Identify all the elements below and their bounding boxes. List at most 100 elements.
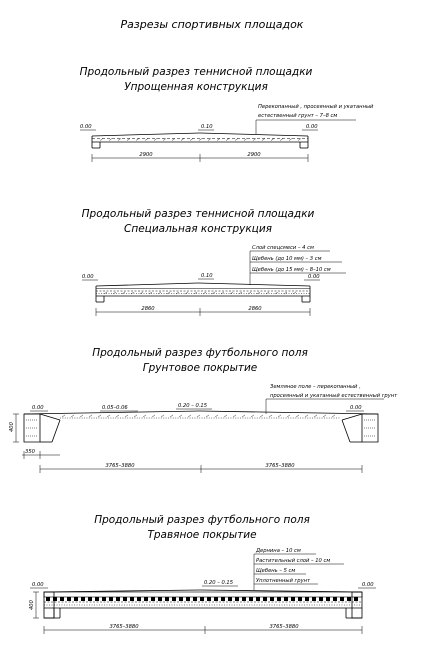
hatch-mark (216, 138, 221, 141)
hatch-mark (288, 138, 293, 141)
hatch-mark (88, 414, 93, 418)
hatch-mark (229, 291, 234, 295)
turf-block (123, 597, 127, 601)
hatch-mark (234, 138, 239, 141)
section-3-foot: 350 (25, 449, 36, 455)
hatch-mark (292, 291, 297, 295)
hatch-mark (139, 291, 144, 295)
hatch-mark (268, 414, 273, 418)
hatch-mark (189, 138, 194, 141)
turf-block (242, 597, 246, 601)
hatch-mark (250, 414, 255, 418)
hatch-mark (157, 291, 162, 295)
turf-block (221, 597, 225, 601)
section-3-mark-left: 0.00 (32, 405, 44, 411)
turf-block (312, 597, 316, 601)
hatch-mark (175, 291, 180, 295)
hatch-mark (153, 138, 158, 141)
section-2-dim-right: 2860 (248, 306, 262, 312)
hatch-mark (225, 138, 230, 141)
turf-block (249, 597, 253, 601)
section-2-mark-right: 0.00 (308, 274, 320, 280)
hatch-mark (265, 291, 270, 295)
hatch-mark (160, 414, 165, 418)
hatch-mark (117, 138, 122, 141)
turf-block (53, 597, 57, 601)
hatch-mark (238, 291, 243, 295)
section-2-note-1: Слой спецсмеси – 4 см (252, 245, 314, 251)
hatch-mark (171, 138, 176, 141)
section-1-dim-left: 2900 (139, 152, 153, 158)
turf-block (60, 597, 64, 601)
turf-block (298, 597, 302, 601)
hatch-mark (115, 414, 120, 418)
turf-block (179, 597, 183, 601)
hatch-mark (79, 414, 84, 418)
hatch-mark (241, 414, 246, 418)
section-3-title: Продольный разрез футбольного поля (92, 347, 308, 359)
hatch-mark (169, 414, 174, 418)
turf-block (172, 597, 176, 601)
turf-block (228, 597, 232, 601)
section-3-dim-right: 3765–3880 (266, 463, 296, 469)
turf-block (74, 597, 78, 601)
turf-block (305, 597, 309, 601)
section-2-dim-left: 2860 (141, 306, 155, 312)
hatch-mark (279, 138, 284, 141)
section-football-earth: Продольный разрез футбольного поля Грунт… (9, 347, 398, 473)
section-tennis-special: Продольный разрез теннисной площадки Спе… (82, 208, 346, 316)
section-2-note-3: Щебень (до 15 мм) – 8–10 см (252, 267, 331, 273)
section-4-mark-left: 0.00 (32, 582, 44, 588)
hatch-mark (256, 291, 261, 295)
section-3-subtitle: Грунтовое покрытие (143, 362, 258, 374)
turf-block (214, 597, 218, 601)
section-1-title: Продольный разрез теннисной площадки (80, 66, 313, 78)
section-4-title: Продольный разрез футбольного поля (94, 514, 310, 526)
turf-block (193, 597, 197, 601)
turf-block (263, 597, 267, 601)
turf-block (130, 597, 134, 601)
turf-block (165, 597, 169, 601)
hatch-mark (99, 138, 104, 141)
section-1-mark-mid: 0.10 (201, 124, 213, 130)
turf-block (137, 597, 141, 601)
hatch-mark (184, 291, 189, 295)
hatch-mark (295, 414, 300, 418)
hatch-mark (151, 414, 156, 418)
hatch-mark (223, 414, 228, 418)
section-1-mark-right: 0.00 (306, 124, 318, 130)
turf-block (151, 597, 155, 601)
hatch-mark (202, 291, 207, 295)
turf-block (207, 597, 211, 601)
hatch-mark (144, 138, 149, 141)
hatch-mark (70, 414, 75, 418)
section-3-note-2: просеянный и укатанный естественный грун… (270, 393, 398, 399)
turf-block (109, 597, 113, 601)
hatch-mark (261, 138, 266, 141)
hatch-mark (108, 138, 113, 141)
turf-block (347, 597, 351, 601)
hatch-mark (180, 138, 185, 141)
section-4-note-3: Щебень – 5 см (256, 568, 295, 574)
turf-block (340, 597, 344, 601)
hatch-mark (313, 414, 318, 418)
hatch-mark (187, 414, 192, 418)
turf-block (256, 597, 260, 601)
section-3-note-1: Земляное поле – перекопанный , (270, 384, 361, 390)
section-1-note-2: естественный грунт – 7–8 см (258, 113, 337, 119)
turf-block (200, 597, 204, 601)
turf-block (270, 597, 274, 601)
turf-block (95, 597, 99, 601)
hatch-mark (322, 414, 327, 418)
hatch-mark (297, 138, 302, 141)
section-4-dim-right: 3765–3880 (270, 624, 300, 630)
section-4-slope-mid: 0.20 – 0.15 (204, 580, 234, 586)
section-tennis-simple: Продольный разрез теннисной площадки Упр… (80, 66, 374, 162)
section-1-mark-left: 0.00 (80, 124, 92, 130)
surface-hatching (61, 138, 336, 418)
hatch-mark (142, 414, 147, 418)
section-3-slope-left: 0.05–0.06 (102, 405, 128, 411)
hatch-mark (135, 138, 140, 141)
turf-block (116, 597, 120, 601)
turf-block (235, 597, 239, 601)
